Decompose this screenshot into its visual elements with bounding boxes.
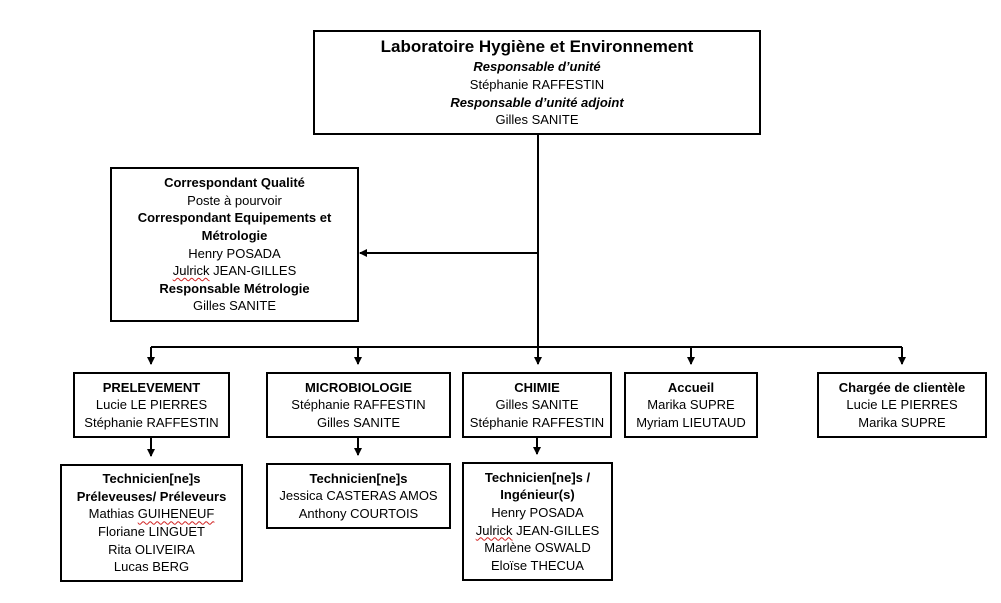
team-member-last: GUIHENEUF — [137, 506, 215, 522]
dept-member: Gilles SANITE — [316, 414, 401, 430]
dept-microbiologie-box: MICROBIOLOGIE Stéphanie RAFFESTIN Gilles… — [266, 372, 451, 438]
dept-member: Stéphanie RAFFESTIN — [469, 414, 605, 430]
name-quality: Poste à pourvoir — [187, 192, 282, 208]
name-metrology: Gilles SANITE — [192, 298, 277, 314]
name-equipment-2-first: Julrick — [172, 263, 210, 279]
team-title: Ingénieur(s) — [500, 487, 575, 503]
dept-clientele-box: Chargée de clientèle Lucie LE PIERRES Ma… — [817, 372, 987, 438]
name-equipment-1: Henry POSADA — [188, 245, 281, 261]
dept-member: Lucie LE PIERRES — [95, 397, 208, 413]
team-member: Mathias GUIHENEUF — [62, 505, 241, 523]
team-member: Lucas BERG — [113, 559, 190, 575]
team-title: Technicien[ne]s — [102, 471, 201, 487]
team-member: Rita OLIVEIRA — [108, 541, 195, 557]
team-prelevement-box: Technicien[ne]s Préleveuses/ Préleveurs … — [60, 464, 243, 582]
name-equipment-2-last: JEAN-GILLES — [209, 263, 297, 279]
team-title: Préleveuses/ Préleveurs — [76, 488, 227, 504]
quality-box: Correspondant Qualité Poste à pourvoir C… — [110, 167, 359, 322]
dept-member: Stéphanie RAFFESTIN — [291, 397, 426, 413]
role-unit-head: Responsable d’unité — [473, 59, 601, 75]
team-title: Technicien[ne]s / — [484, 469, 591, 485]
name-unit-head: Stéphanie RAFFESTIN — [469, 76, 605, 92]
dept-member: Lucie LE PIERRES — [846, 397, 958, 413]
team-member: Anthony COURTOIS — [298, 505, 419, 521]
team-member: Eloïse THECUA — [491, 557, 584, 573]
role-equipment-a: Correspondant Equipements et — [137, 210, 332, 226]
team-member: Marlène OSWALD — [484, 540, 591, 556]
dept-member: Gilles SANITE — [495, 397, 579, 413]
role-quality: Correspondant Qualité — [164, 175, 305, 191]
dept-title: MICROBIOLOGIE — [305, 379, 412, 395]
dept-title: PRELEVEMENT — [102, 379, 201, 395]
team-member-first: Julrick — [475, 522, 513, 538]
team-member-last: JEAN-GILLES — [512, 522, 600, 538]
dept-member: Marika SUPRE — [647, 397, 735, 413]
dept-accueil-box: Accueil Marika SUPRE Myriam LIEUTAUD — [624, 372, 758, 438]
role-metrology: Responsable Métrologie — [159, 280, 310, 296]
team-member: Floriane LINGUET — [98, 524, 205, 539]
team-member: Julrick JEAN-GILLES — [464, 522, 611, 540]
team-member: Henry POSADA — [491, 504, 584, 520]
dept-chimie-box: CHIMIE Gilles SANITE Stéphanie RAFFESTIN — [462, 372, 612, 438]
team-member: Jessica CASTERAS AMOS — [279, 488, 438, 504]
team-title: Technicien[ne]s — [309, 470, 408, 486]
dept-title: Chargée de clientèle — [838, 379, 966, 395]
dept-member: Stéphanie RAFFESTIN — [84, 414, 219, 430]
dept-prelevement-box: PRELEVEMENT Lucie LE PIERRES Stéphanie R… — [73, 372, 230, 438]
team-microbiologie-box: Technicien[ne]s Jessica CASTERAS AMOS An… — [266, 463, 451, 529]
team-chimie-box: Technicien[ne]s / Ingénieur(s) Henry POS… — [462, 462, 613, 581]
dept-member: Myriam LIEUTAUD — [636, 414, 746, 430]
lab-director-box: Laboratoire Hygiène et Environnement Res… — [313, 30, 761, 135]
role-unit-deputy: Responsable d’unité adjoint — [450, 94, 624, 110]
lab-title: Laboratoire Hygiène et Environnement — [380, 37, 694, 57]
name-equipment-2: Julrick JEAN-GILLES — [112, 262, 357, 280]
dept-member: Marika SUPRE — [858, 414, 946, 430]
name-unit-deputy: Gilles SANITE — [495, 112, 579, 128]
dept-title: CHIMIE — [514, 379, 560, 395]
role-equipment-b: Métrologie — [201, 227, 268, 243]
dept-title: Accueil — [667, 379, 715, 395]
team-member-first: Mathias — [88, 506, 138, 522]
